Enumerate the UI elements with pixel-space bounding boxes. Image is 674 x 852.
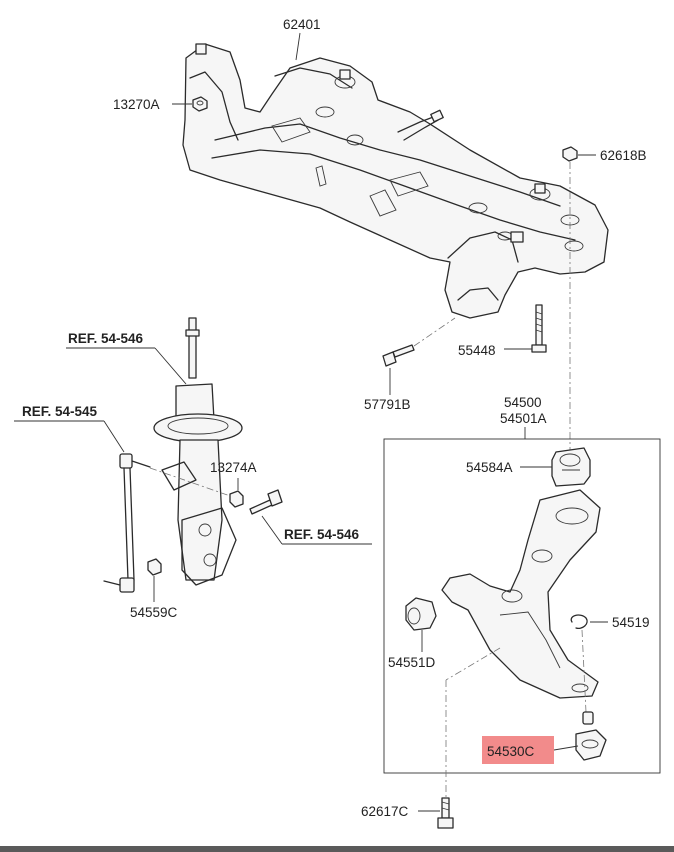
nut-54559c[interactable] — [147, 558, 162, 576]
ref-54-545[interactable]: REF. 54-545 — [22, 404, 98, 419]
leader-ref-top — [154, 347, 187, 385]
ball-joint-54530c[interactable] — [575, 711, 607, 761]
label-54500[interactable]: 54500 — [504, 395, 542, 410]
ref-54-546-top[interactable]: REF. 54-546 — [68, 331, 144, 346]
label-55448[interactable]: 55448 — [458, 343, 496, 358]
label-54551d[interactable]: 54551D — [388, 655, 436, 670]
lower-control-arm[interactable] — [441, 489, 601, 699]
bushing-54551d[interactable] — [405, 597, 437, 631]
leader-54530c — [553, 745, 579, 751]
crossmember-62401[interactable] — [182, 43, 609, 319]
leader-ref-bolt — [261, 515, 283, 545]
snap-ring-54519[interactable] — [570, 614, 588, 630]
centerline-link — [149, 467, 237, 499]
nut-13270a[interactable] — [192, 96, 208, 112]
bottom-bar — [0, 846, 674, 852]
leader-ref-545 — [103, 420, 125, 453]
label-13274a[interactable]: 13274A — [210, 460, 257, 475]
ref-54-546-bolt[interactable]: REF. 54-546 — [284, 527, 360, 542]
strut-bolt[interactable] — [249, 489, 283, 515]
centerline-57791b — [413, 317, 456, 347]
bushing-54584a[interactable] — [551, 447, 591, 487]
label-62617c[interactable]: 62617C — [361, 804, 409, 819]
bolt-55448[interactable] — [531, 304, 547, 353]
centerline-balljoint — [581, 629, 587, 713]
stabilizer-link[interactable] — [103, 453, 151, 593]
label-54559c[interactable]: 54559C — [130, 605, 178, 620]
label-62401[interactable]: 62401 — [283, 17, 321, 32]
label-62618b[interactable]: 62618B — [600, 148, 647, 163]
bolt-57791b[interactable] — [382, 344, 415, 367]
highlight-54530c — [482, 736, 554, 764]
leader-62401 — [295, 32, 301, 61]
bolt-62617c[interactable] — [437, 797, 454, 829]
label-57791b[interactable]: 57791B — [364, 397, 411, 412]
label-54530c[interactable]: 54530C — [487, 744, 535, 759]
label-13270a[interactable]: 13270A — [113, 97, 160, 112]
label-54519[interactable]: 54519 — [612, 615, 650, 630]
label-54501a[interactable]: 54501A — [500, 411, 547, 426]
centerline-front — [445, 647, 501, 681]
label-54584a[interactable]: 54584A — [466, 460, 513, 475]
lower-arm-box — [383, 438, 661, 774]
strut-assembly[interactable] — [153, 317, 243, 586]
nut-62618b[interactable] — [562, 146, 578, 162]
nut-13274a[interactable] — [229, 490, 244, 508]
